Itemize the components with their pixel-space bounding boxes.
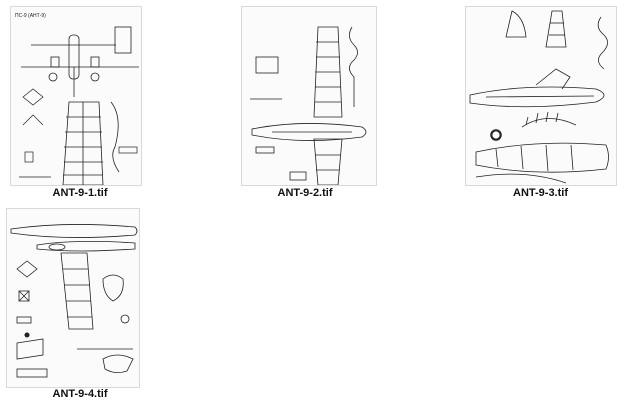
thumbnail-item-ant-9-1[interactable]: ПС-9 (АНТ-9) — [0, 0, 160, 200]
thumbnail-item-ant-9-2[interactable]: ANT-9-2.tif — [225, 0, 385, 200]
thumbnail-filename: ANT-9-4.tif — [52, 388, 108, 400]
thumbnail-item-ant-9-3[interactable]: ANT-9-3.tif — [455, 0, 626, 200]
drawing-thumbnail-icon[interactable] — [465, 6, 617, 186]
drawing-header-text: ПС-9 (АНТ-9) — [15, 13, 46, 19]
thumbnail-filename: ANT-9-3.tif — [513, 187, 568, 199]
drawing-thumbnail-icon[interactable] — [6, 208, 140, 388]
drawing-thumbnail-icon[interactable] — [241, 6, 377, 186]
drawing-thumbnail-icon[interactable]: ПС-9 (АНТ-9) — [10, 6, 142, 186]
thumbnail-filename: ANT-9-1.tif — [52, 187, 108, 199]
thumbnail-item-ant-9-4[interactable]: ANT-9-4.tif — [0, 205, 160, 417]
thumbnail-filename: ANT-9-2.tif — [277, 187, 333, 199]
